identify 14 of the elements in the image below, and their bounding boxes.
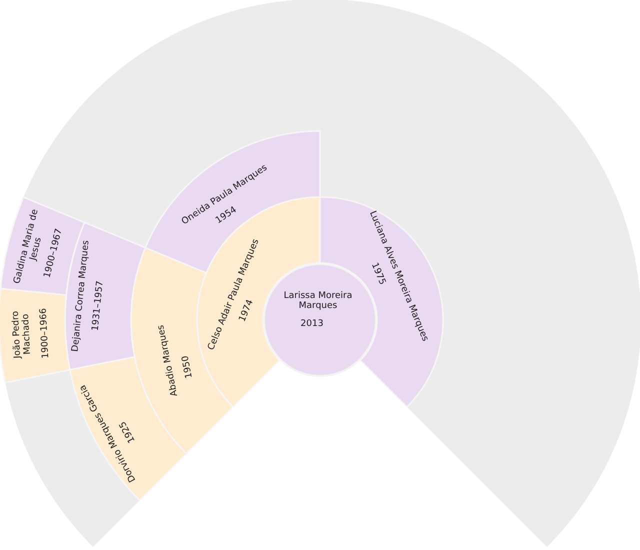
person-name: Galdina Maria de Jesus bbox=[12, 207, 44, 287]
person-name: Abadio Marques bbox=[156, 324, 180, 397]
life-dates: 1950 bbox=[180, 354, 195, 379]
person-name: Larissa Moreira Marques bbox=[282, 291, 354, 311]
life-dates: 1900–1966 bbox=[39, 308, 52, 359]
life-dates: 2013 bbox=[300, 319, 324, 329]
life-dates: 1931–1957 bbox=[90, 280, 106, 332]
ancestor-segment bbox=[144, 130, 321, 274]
person-name: João Pedro Machado bbox=[10, 310, 34, 361]
ancestor-segment bbox=[64, 221, 147, 371]
life-dates: 1975 bbox=[368, 262, 387, 287]
person-name: Dejanira Correa Marques bbox=[70, 240, 92, 353]
life-dates: 1974 bbox=[238, 298, 256, 324]
ancestor-segment bbox=[0, 287, 71, 384]
